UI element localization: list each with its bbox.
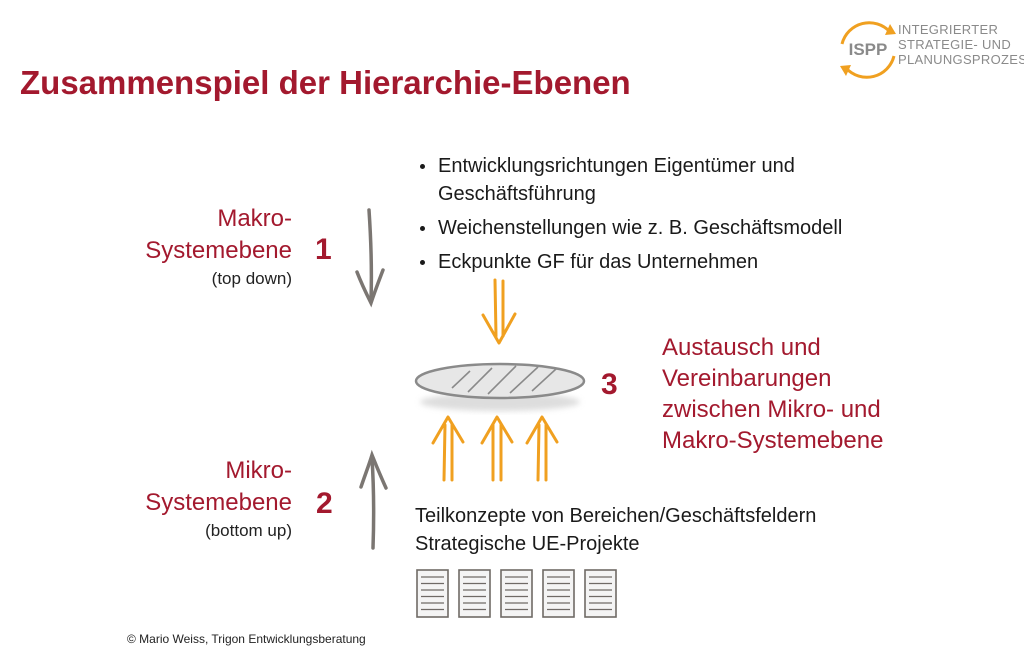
micro-label-line-2: Systemebene [145,489,292,516]
exchange-line-1: Austausch und [662,334,821,361]
logo-ring-arc-top [840,21,892,45]
micro-label-line-1: Mikro- [225,457,292,484]
page-title: Zusammenspiel der Hierarchie-Ebenen [20,64,631,101]
logo-arrow-head-top [885,24,896,35]
logo-line-2: STRATEGIE- UND [898,37,1012,52]
logo-line-1: INTEGRIERTER [898,22,999,37]
document-icon [416,569,449,618]
document-icon [458,569,491,618]
exchange-text: Austausch und Vereinbarungen zwischen Mi… [662,332,883,456]
logo-ring-arc-bottom [844,55,896,79]
orange-down-arrow [481,278,517,345]
document-icon [500,569,533,618]
ispp-logo: ISPP [840,21,896,79]
micro-level-label: Mikro- Systemebene (bottom up) [145,455,292,543]
macro-label-line-2: Systemebene [145,237,292,264]
document-icon [542,569,575,618]
document-icons [416,569,617,618]
exchange-line-2: Vereinbarungen [662,365,832,392]
disc-shadow [420,393,580,411]
copyright-notice: © Mario Weiss, Trigon Entwicklungsberatu… [127,632,366,646]
document-icon [584,569,617,618]
orange-up-arrow-1 [431,415,465,482]
step-number-2: 2 [316,487,333,520]
macro-level-label: Makro- Systemebene (top down) [145,203,292,291]
logo-text: INTEGRIERTER STRATEGIE- UND PLANUNGSPROZ… [898,22,1024,67]
exchange-line-4: Makro-Systemebene [662,427,884,454]
macro-bullet-list: Entwicklungsrichtungen Eigentümer und Ge… [418,152,878,282]
bullet-item: Weichenstellungen wie z. B. Geschäftsmod… [418,214,878,242]
micro-label-sub: (bottom up) [205,521,292,540]
macro-label-sub: (top down) [211,269,292,288]
logo-line-3: PLANUNGSPROZESS [898,52,1024,67]
orange-up-arrow-3 [525,415,559,482]
exchange-line-3: zwischen Mikro- und [662,396,881,423]
bullet-item: Entwicklungsrichtungen Eigentümer und Ge… [418,152,878,208]
logo-abbrev: ISPP [849,40,888,59]
orange-up-arrow-2 [480,415,514,482]
top-down-arrow [355,208,385,308]
step-number-3: 3 [601,368,618,401]
exchange-disc [414,362,586,400]
sub-concepts-text: Teilkonzepte von Bereichen/Geschäftsfeld… [415,502,816,558]
logo-arrow-head-bottom [840,65,851,76]
macro-label-line-1: Makro- [217,205,292,232]
step-number-1: 1 [315,233,332,266]
bullet-item: Eckpunkte GF für das Unternehmen [418,248,878,276]
sub-concepts-line-2: Strategische UE-Projekte [415,533,640,555]
sub-concepts-line-1: Teilkonzepte von Bereichen/Geschäftsfeld… [415,505,817,527]
bottom-up-arrow [359,449,388,550]
